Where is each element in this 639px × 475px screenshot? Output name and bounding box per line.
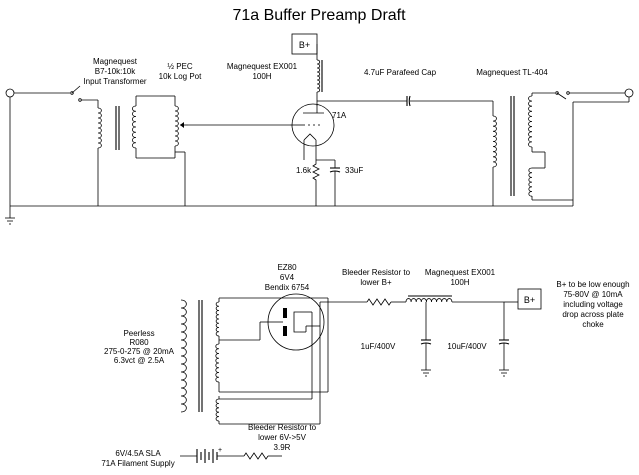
bplus-box-supply: B+ — [504, 288, 542, 310]
bplus-supply-line — [341, 295, 504, 306]
power-transformer-label-line4: 6.3vct @ 2.5A — [114, 356, 165, 365]
bleeder-filament-label-line3: 3.9R — [274, 443, 291, 452]
output-switch — [555, 91, 625, 100]
rectifier-label-line2: 6V4 — [280, 273, 295, 282]
power-transformer — [180, 297, 329, 425]
rectifier-label-line1: EZ80 — [277, 263, 297, 272]
bleeder-filament-label-line2: lower 6V->5V — [258, 433, 306, 442]
preamp-circuit: Magnequest B7-10k:10k Input Transformer … — [5, 33, 634, 225]
output-transformer — [492, 92, 574, 206]
bplus-top-label: B+ — [299, 40, 310, 50]
parafeed-cap-label: 4.7uF Parafeed Cap — [364, 68, 437, 77]
input-transformer-label: Magnequest B7-10k:10k Input Transformer — [83, 57, 146, 86]
input-switch — [70, 85, 99, 108]
choke-top-label-line2: 100H — [252, 72, 271, 81]
capacitor-10uf — [498, 302, 510, 377]
ground-symbol-preamp — [5, 97, 15, 225]
bplus-note: B+ to be low enough 75-80V @ 10mA includ… — [556, 280, 629, 329]
plate-choke — [316, 59, 323, 106]
choke-top-label: Magnequest EX001 100H — [227, 62, 298, 81]
cathode-capacitor-label: 33uF — [345, 166, 363, 175]
bplus-supply-label: B+ — [524, 295, 535, 305]
rectifier-label-line3: Bendix 6754 — [265, 283, 310, 292]
bleeder-bplus-label-line2: lower B+ — [360, 278, 392, 287]
bleeder-filament-label: Bleeder Resistor to lower 6V->5V 3.9R — [248, 423, 317, 452]
pec-label-line2: 10k Log Pot — [159, 72, 202, 81]
bplus-note-line5: choke — [582, 320, 604, 329]
power-transformer-label-line3: 275-0-275 @ 20mA — [104, 347, 175, 356]
diagram-title: 71a Buffer Preamp Draft — [232, 7, 406, 24]
filament-bleeder-resistor — [243, 452, 282, 460]
tube-71a — [290, 103, 335, 160]
input-jack — [5, 88, 70, 98]
log-pot — [160, 95, 290, 206]
battery-label-line2: 71A Filament Supply — [101, 459, 174, 468]
choke-supply-label-line2: 100H — [450, 278, 469, 287]
output-transformer-label: Magnequest TL-404 — [476, 68, 548, 77]
input-transformer-label-line1: Magnequest — [93, 57, 138, 66]
power-supply-circuit: Peerless R080 275-0-275 @ 20mA 6.3vct @ … — [101, 263, 629, 468]
battery-label-line1: 6V/4.5A SLA — [115, 449, 161, 458]
bleeder-filament-label-line1: Bleeder Resistor to — [248, 423, 317, 432]
power-transformer-label-line2: R080 — [129, 338, 149, 347]
cathode-resistor — [312, 148, 335, 206]
cap1-label: 1uF/400V — [361, 342, 396, 351]
choke-top-label-line1: Magnequest EX001 — [227, 62, 298, 71]
bleeder-bplus-label: Bleeder Resistor to lower B+ — [342, 268, 411, 287]
capacitor-1uf — [420, 302, 432, 377]
bplus-box-top: B+ — [291, 33, 318, 60]
power-transformer-label: Peerless R080 275-0-275 @ 20mA 6.3vct @ … — [104, 329, 175, 365]
input-transformer — [97, 95, 160, 206]
cap2-label: 10uF/400V — [447, 342, 487, 351]
bleeder-bplus-label-line1: Bleeder Resistor to — [342, 268, 411, 277]
choke-supply-label: Magnequest EX001 100H — [425, 268, 496, 287]
bplus-note-line1: B+ to be low enough — [556, 280, 629, 289]
input-transformer-label-line3: Input Transformer — [83, 77, 146, 86]
cathode-resistor-label: 1.6k — [296, 166, 312, 175]
rectifier-tube — [267, 293, 341, 351]
bplus-note-line4: drop across plate — [562, 310, 624, 319]
bplus-note-line2: 75-80V @ 10mA — [563, 290, 623, 299]
tube-label: 71A — [332, 111, 347, 120]
battery-label: 6V/4.5A SLA 71A Filament Supply — [101, 449, 174, 468]
cathode-capacitor — [329, 160, 341, 206]
output-jack — [573, 88, 634, 103]
power-transformer-label-line1: Peerless — [123, 329, 154, 338]
parafeed-capacitor — [317, 95, 493, 107]
battery-plus-sign: + — [218, 447, 222, 454]
choke-supply-label-line1: Magnequest EX001 — [425, 268, 496, 277]
filament-battery — [180, 449, 244, 463]
bplus-note-line3: including voltage — [563, 300, 623, 309]
rectifier-label: EZ80 6V4 Bendix 6754 — [265, 263, 310, 292]
pec-label: ½ PEC 10k Log Pot — [159, 62, 202, 81]
pec-label-line1: ½ PEC — [167, 62, 193, 71]
input-transformer-label-line2: B7-10k:10k — [95, 67, 136, 76]
